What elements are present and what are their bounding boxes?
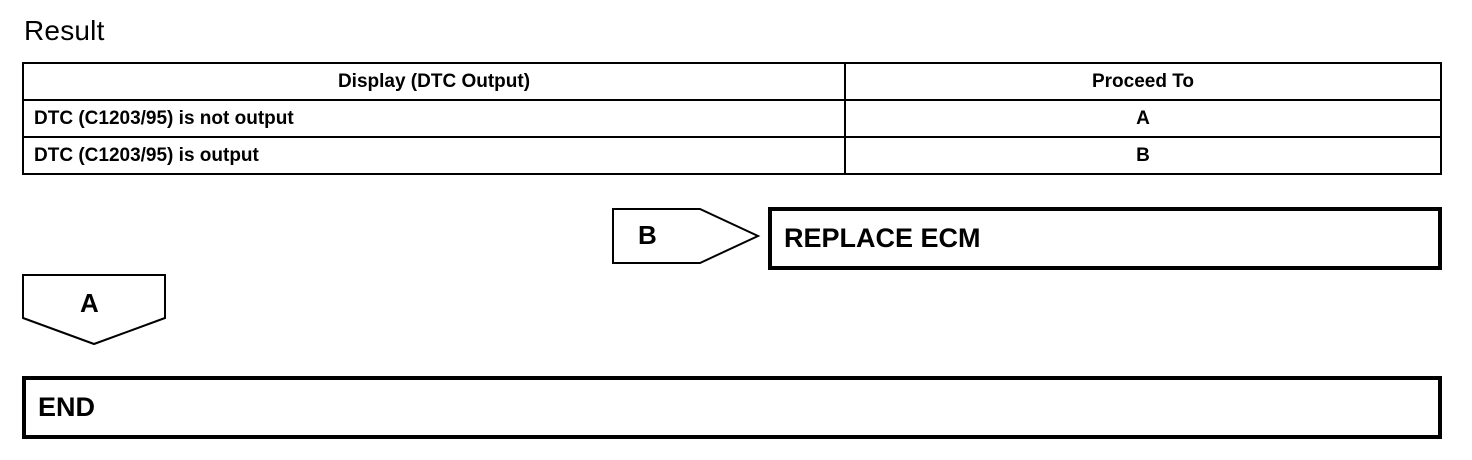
- end-box: END: [22, 376, 1442, 439]
- replace-ecm-text: REPLACE ECM: [784, 223, 981, 253]
- row-proceed-cell: A: [844, 99, 1442, 138]
- branch-a-label: A: [80, 288, 99, 318]
- right-arrow-tag-shape: [612, 208, 761, 264]
- down-arrow-tag-shape: [22, 274, 166, 346]
- branch-b-label: B: [638, 220, 657, 250]
- header-proceed-to: Proceed To: [844, 62, 1442, 101]
- table-header-row: Display (DTC Output) Proceed To: [22, 62, 1442, 101]
- branch-b-tag: B: [612, 208, 762, 266]
- header-display: Display (DTC Output): [22, 62, 846, 101]
- table-row: DTC (C1203/95) is output B: [22, 136, 1442, 175]
- end-text: END: [38, 392, 96, 422]
- row-display-cell: DTC (C1203/95) is not output: [22, 99, 846, 138]
- replace-ecm-box: REPLACE ECM: [768, 207, 1442, 270]
- row-display-cell: DTC (C1203/95) is output: [22, 136, 846, 175]
- row-proceed-cell: B: [844, 136, 1442, 175]
- result-table: Display (DTC Output) Proceed To DTC (C12…: [22, 62, 1442, 175]
- branch-a-tag: A: [22, 274, 168, 346]
- result-title: Result: [24, 15, 105, 46]
- table-row: DTC (C1203/95) is not output A: [22, 99, 1442, 138]
